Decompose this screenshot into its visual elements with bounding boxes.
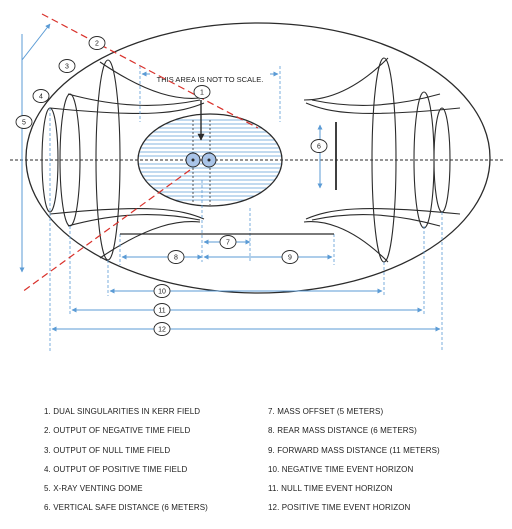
- scale-bracket: THIS AREA IS NOT TO SCALE.: [141, 71, 279, 84]
- svg-text:5: 5: [22, 120, 26, 127]
- x-ray-venting-line-lower: [21, 169, 191, 293]
- callout-4: 4: [32, 89, 50, 103]
- svg-text:8: 8: [174, 255, 178, 262]
- callout-7: 7: [219, 235, 237, 249]
- callout-2: 2: [88, 36, 106, 50]
- callout-8: 8: [167, 250, 185, 264]
- legend-item-8: 8. REAR MASS DISTANCE (6 METERS): [268, 426, 417, 436]
- mass-distance-dimensions: [120, 233, 334, 260]
- callout-markers: 1 2 3 4 5 6 7 8 9 10 11 12: [15, 36, 328, 336]
- legend-item-1: 1. DUAL SINGULARITIES IN KERR FIELD: [44, 407, 201, 416]
- venting-dome-diagonal: [21, 23, 51, 61]
- dual-singularities: [185, 152, 217, 168]
- kerr-field-diagram: THIS AREA IS NOT TO SCALE. 1 2: [10, 13, 505, 352]
- legend-right-column: 7. MASS OFFSET (5 METERS) 8. REAR MASS D…: [268, 402, 440, 518]
- scale-note: THIS AREA IS NOT TO SCALE.: [157, 75, 264, 84]
- callout-1: 1: [193, 85, 211, 99]
- callout-11: 11: [153, 303, 171, 317]
- svg-text:3: 3: [65, 64, 69, 71]
- legend-item-4: 4. OUTPUT OF POSITIVE TIME FIELD: [44, 464, 188, 474]
- svg-text:1: 1: [200, 90, 204, 97]
- callout-12: 12: [153, 322, 171, 336]
- extension-lines: [49, 66, 443, 352]
- legend-item-7: 7. MASS OFFSET (5 METERS): [268, 407, 384, 416]
- svg-text:10: 10: [158, 289, 166, 296]
- callout-9: 9: [281, 250, 299, 264]
- legend-item-9: 9. FORWARD MASS DISTANCE (11 METERS): [268, 445, 440, 455]
- svg-text:2: 2: [95, 41, 99, 48]
- vertical-safe-distance: [317, 122, 337, 190]
- legend: 1. DUAL SINGULARITIES IN KERR FIELD 2. O…: [0, 402, 512, 522]
- legend-item-12: 12. POSITIVE TIME EVENT HORIZON: [268, 503, 411, 513]
- svg-text:12: 12: [158, 327, 166, 334]
- svg-text:7: 7: [226, 240, 230, 247]
- event-horizon-dimensions: [51, 288, 441, 332]
- svg-text:11: 11: [158, 308, 165, 315]
- legend-item-2: 2. OUTPUT OF NEGATIVE TIME FIELD: [44, 426, 191, 436]
- callout-3: 3: [58, 59, 76, 73]
- legend-item-11: 11. NULL TIME EVENT HORIZON: [268, 484, 393, 494]
- legend-item-10: 10. NEGATIVE TIME EVENT HORIZON: [268, 464, 414, 474]
- callout-10: 10: [153, 284, 171, 298]
- funnel-curves: [49, 57, 461, 263]
- legend-item-6: 6. VERTICAL SAFE DISTANCE (6 METERS): [44, 503, 208, 513]
- callout-5: 5: [15, 115, 33, 129]
- legend-left-column: 1. DUAL SINGULARITIES IN KERR FIELD 2. O…: [44, 402, 208, 518]
- svg-text:4: 4: [39, 94, 43, 101]
- legend-item-5: 5. X-RAY VENTING DOME: [44, 484, 143, 494]
- legend-item-3: 3. OUTPUT OF NULL TIME FIELD: [44, 445, 171, 455]
- svg-text:6: 6: [317, 144, 321, 151]
- svg-text:9: 9: [288, 255, 292, 262]
- x-ray-venting-line: [41, 13, 259, 129]
- callout-6: 6: [310, 139, 328, 153]
